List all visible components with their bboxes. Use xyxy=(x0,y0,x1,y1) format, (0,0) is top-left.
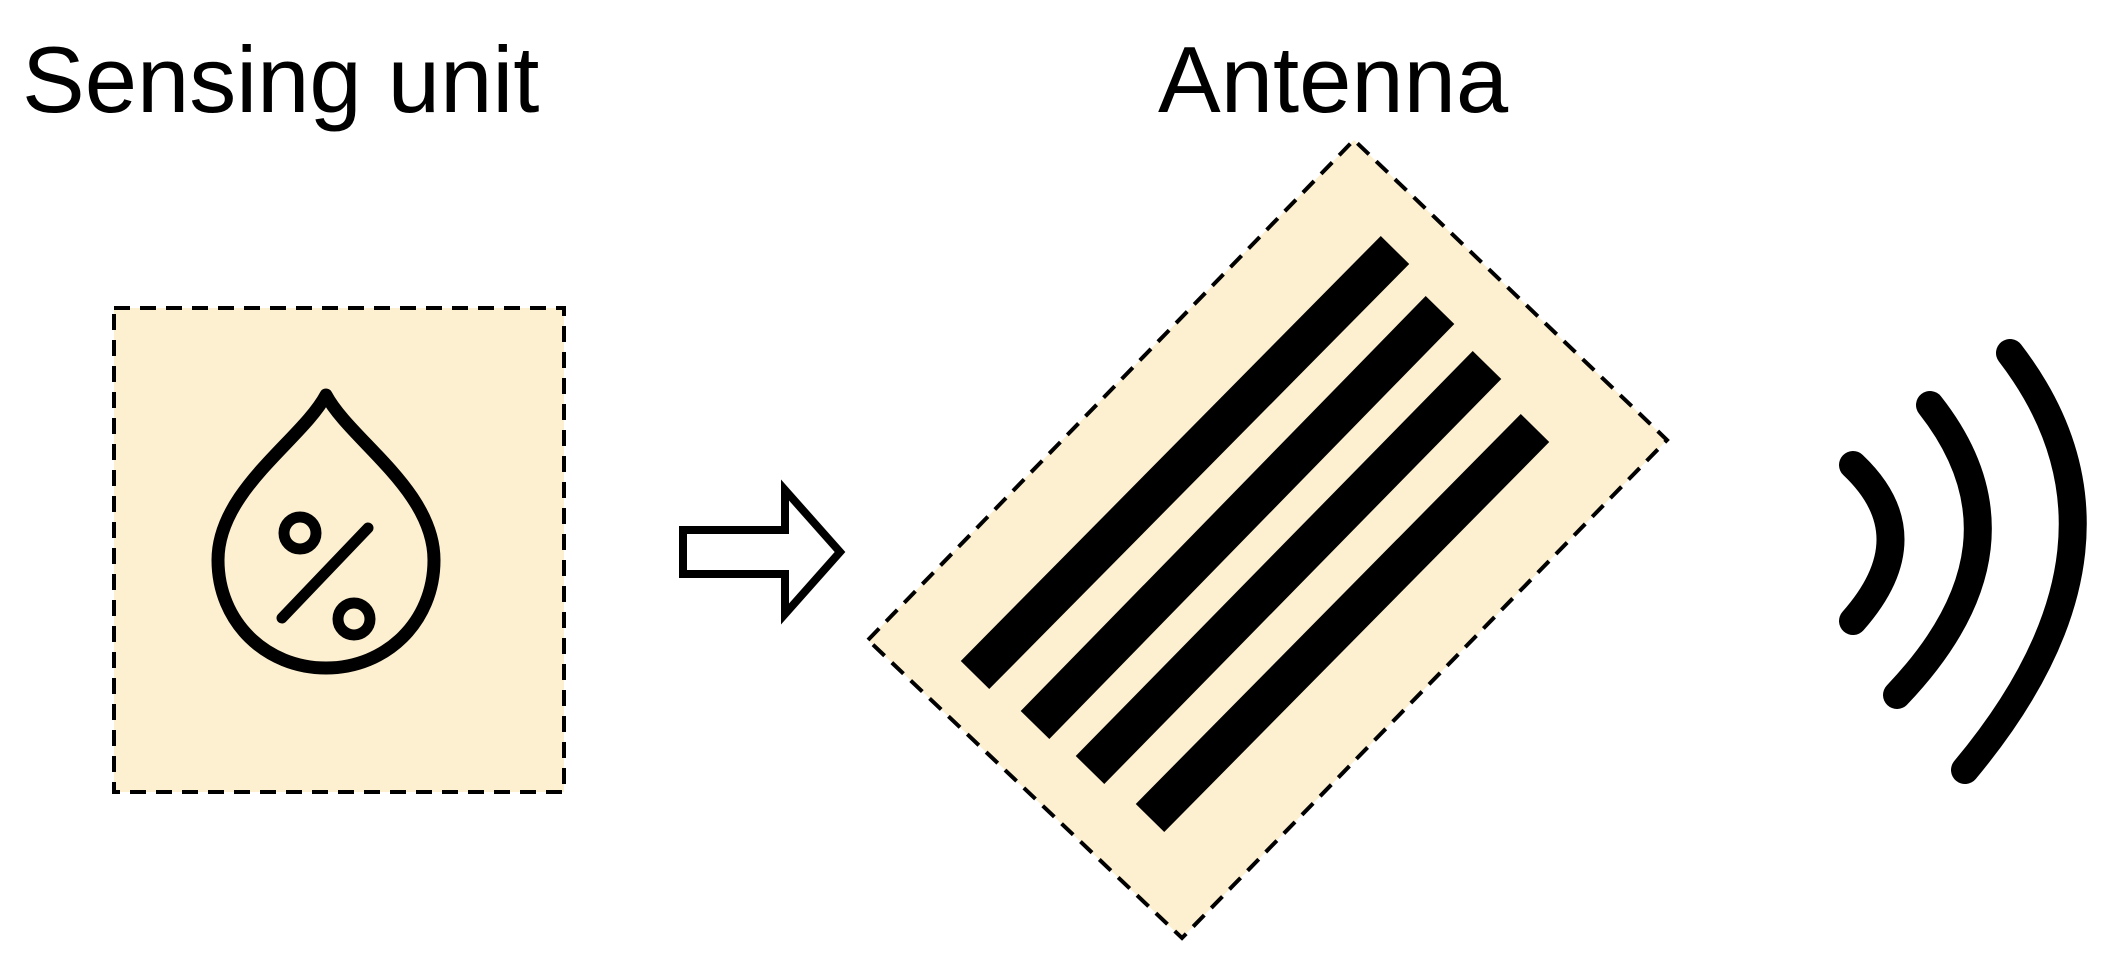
signal-wave-small xyxy=(1839,451,1905,635)
antenna-bar-2 xyxy=(1020,296,1455,739)
arrow-outline xyxy=(679,479,846,625)
wireless-signal-icon xyxy=(1839,339,2087,784)
signal-wave-large xyxy=(1951,339,2087,784)
signal-wave-medium xyxy=(1883,391,1992,709)
drop-outline xyxy=(211,388,441,675)
antenna-bars-icon xyxy=(960,235,1550,833)
percent-top-dot xyxy=(278,511,322,555)
antenna-bar-1 xyxy=(960,235,1410,690)
antenna-label: Antenna xyxy=(1158,27,1509,132)
percent-slash xyxy=(276,522,374,624)
antenna-bar-3 xyxy=(1075,350,1502,785)
sensing-unit xyxy=(112,306,566,794)
antenna xyxy=(865,137,1670,941)
humidity-drop-icon xyxy=(211,388,441,675)
sensing-unit-label: Sensing unit xyxy=(22,27,539,132)
sensing-unit-panel xyxy=(112,306,566,794)
antenna-panel xyxy=(865,137,1670,941)
antenna-bar-4 xyxy=(1135,413,1550,833)
percent-bottom-dot xyxy=(332,597,376,641)
right-arrow-icon xyxy=(679,479,846,625)
